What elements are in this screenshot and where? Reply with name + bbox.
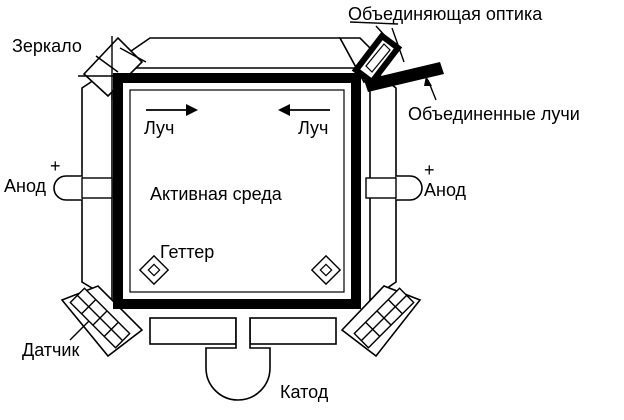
combining-optics (351, 25, 444, 92)
anode-left (53, 175, 113, 201)
leader-lines (69, 21, 437, 341)
getter-label: Геттер (160, 242, 214, 262)
sensor-left (69, 287, 131, 349)
anode-right-sign: + (424, 160, 435, 180)
combined-beam-output (364, 62, 444, 92)
combined-beams-label: Объединенные лучи (408, 104, 580, 124)
cathode-label: Катод (280, 382, 329, 402)
getter-left (138, 254, 170, 286)
sensor-label: Датчик (22, 340, 79, 360)
active-medium-area (129, 89, 345, 293)
mirror-label: Зеркало (12, 36, 82, 56)
beam-right-label: Луч (298, 118, 328, 138)
anode-left-label: Анод (4, 176, 47, 196)
beam-arrow-left (146, 104, 198, 116)
anode-right-label: Анод (424, 180, 467, 200)
combining-optics-label: Объединяющая оптика (348, 4, 543, 24)
beam-left-label: Луч (144, 118, 174, 138)
beam-arrow-right (278, 104, 330, 116)
getter-right (310, 254, 342, 286)
anode-left-sign: + (50, 156, 61, 176)
sensor-right (353, 287, 415, 349)
cathode-electrode (205, 318, 271, 401)
active-medium-label: Активная среда (150, 184, 283, 204)
anode-right (365, 175, 423, 201)
laser-ring-path (113, 73, 361, 309)
